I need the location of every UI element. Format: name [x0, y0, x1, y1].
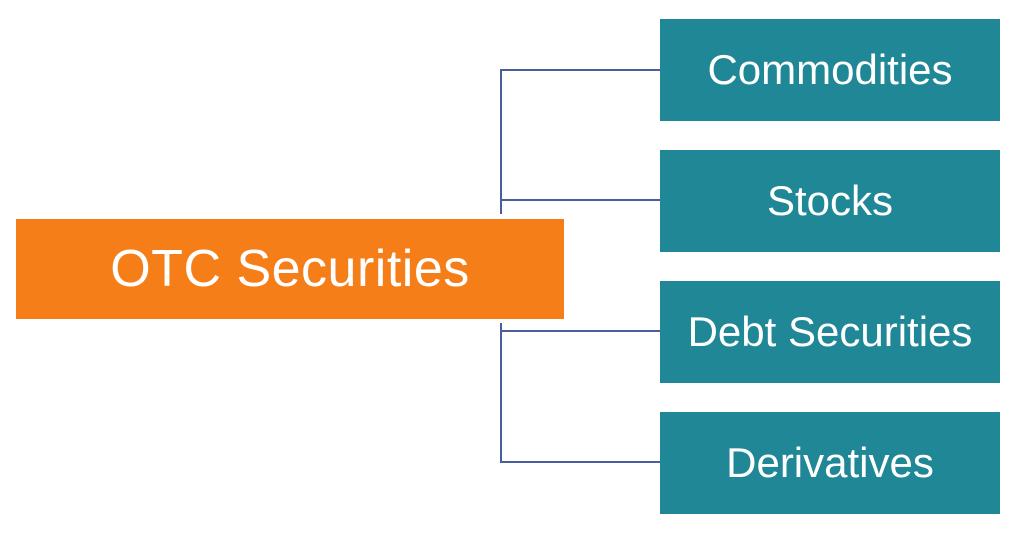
root-node-otc-securities: OTC Securities — [16, 219, 564, 319]
child-node-stocks: Stocks — [660, 150, 1000, 252]
child-node-derivatives: Derivatives — [660, 412, 1000, 514]
child-node-label: Stocks — [766, 177, 894, 224]
connector-debt-securities — [500, 323, 660, 332]
child-node-label: Derivatives — [726, 439, 934, 486]
child-node-label: Commodities — [707, 46, 953, 93]
root-node-label: OTC Securities — [110, 240, 470, 298]
connector-commodities — [500, 69, 660, 214]
child-node-label: Debt Securities — [687, 308, 973, 355]
connector-derivatives — [500, 323, 660, 463]
child-node-debt-securities: Debt Securities — [660, 281, 1000, 383]
child-node-commodities: Commodities — [660, 19, 1000, 121]
